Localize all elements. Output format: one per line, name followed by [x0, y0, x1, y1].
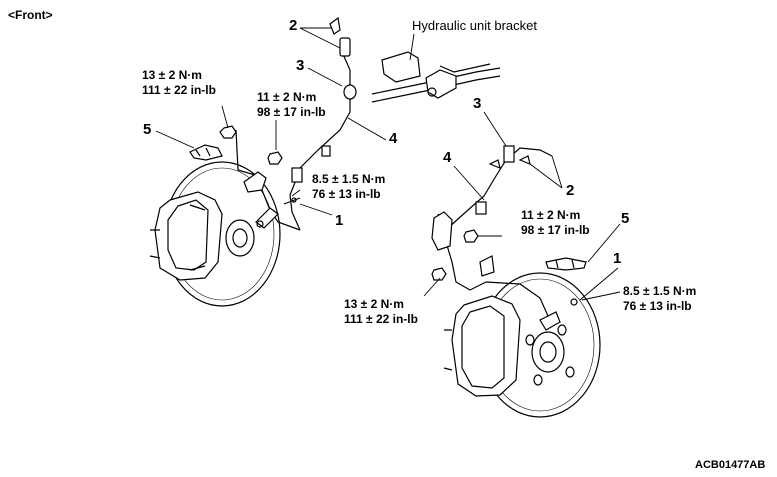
figure-code: ACB01477AB — [695, 459, 766, 471]
callout-right-3: 3 — [473, 95, 482, 112]
right-clamp-bolt — [463, 229, 479, 243]
torque-right-bracket-inlb: 111 ± 22 in-lb — [344, 312, 418, 326]
left-wheel-speed-sensor — [255, 197, 301, 229]
torque-left-clamp-nm: 11 ± 2 N·m — [257, 90, 317, 104]
right-bracket-part-5 — [545, 257, 587, 271]
left-clamp-bolt — [267, 151, 283, 165]
torque-left-clamp-inlb: 98 ± 17 in-lb — [257, 105, 326, 119]
right-sensor-mount — [479, 255, 495, 277]
torque-left-caliper-inlb: 111 ± 22 in-lb — [142, 83, 216, 97]
callout-left-4: 4 — [389, 130, 398, 147]
torque-right-sensor-inlb: 76 ± 13 in-lb — [623, 299, 692, 313]
torque-right-clamp-inlb: 98 ± 17 in-lb — [521, 223, 590, 237]
torque-left-caliper-nm: 13 ± 2 N·m — [142, 68, 202, 82]
right-bracket-nut — [431, 267, 447, 281]
right-hose-bracket — [431, 211, 453, 251]
torque-left-sensor-nm: 8.5 ± 1.5 N·m — [312, 172, 386, 186]
torque-right-bracket-nm: 13 ± 2 N·m — [344, 297, 404, 311]
torque-left-sensor-inlb: 76 ± 13 in-lb — [312, 187, 381, 201]
callout-left-2: 2 — [289, 17, 298, 34]
right-sensor-harness — [437, 145, 553, 317]
left-sensor-bracket — [243, 171, 267, 193]
torque-right-clamp-nm: 11 ± 2 N·m — [521, 208, 581, 222]
callout-right-4: 4 — [443, 149, 452, 166]
left-sensor-harness — [235, 37, 357, 231]
left-bracket-part-5 — [189, 144, 223, 161]
callout-right-1: 1 — [613, 250, 622, 267]
torque-right-sensor-nm: 8.5 ± 1.5 N·m — [623, 284, 697, 298]
callout-right-2: 2 — [566, 182, 575, 199]
bracket-note: Hydraulic unit bracket — [412, 18, 537, 33]
right-brake-caliper — [443, 295, 521, 397]
left-brake-caliper — [149, 191, 223, 281]
callout-left-5: 5 — [143, 121, 152, 138]
view-label: <Front> — [8, 8, 53, 22]
callout-left-3: 3 — [296, 57, 305, 74]
right-wheel-speed-sensor — [539, 298, 578, 331]
leader-lines — [155, 27, 621, 301]
callout-right-5: 5 — [621, 210, 630, 227]
left-nut — [219, 125, 237, 139]
left-clip-2 — [329, 16, 341, 35]
callout-left-1: 1 — [335, 212, 344, 229]
